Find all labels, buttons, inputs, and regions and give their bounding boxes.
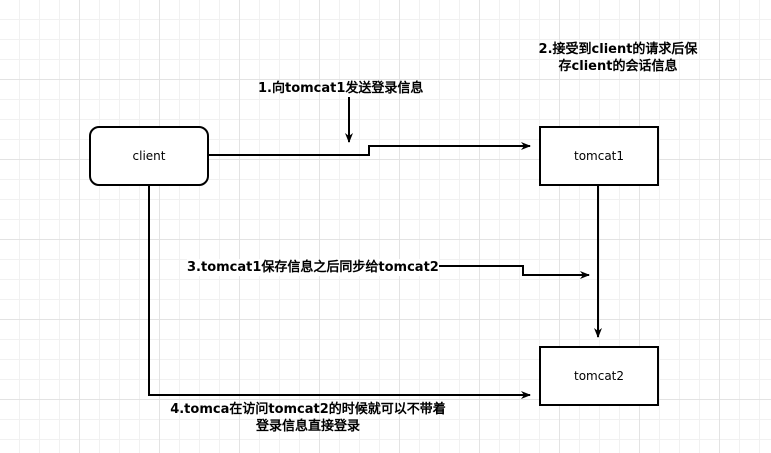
tomcat1-node-label: tomcat1 [573,149,625,163]
step2-label: 2.接受到client的请求后保 存client的会话信息 [518,41,718,75]
edge-client-to-tomcat2 [148,186,531,399]
client-node[interactable]: client [89,126,209,186]
step4-text-line1: 4.tomca在访问tomcat2的时候就可以不带着 [170,402,446,417]
step1-label: 1.向tomcat1发送登录信息 [258,80,423,97]
step3-text: 3.tomcat1保存信息之后同步给tomcat2 [187,260,439,275]
tomcat1-node[interactable]: tomcat1 [539,126,659,186]
edge-client-to-tomcat1 [209,142,531,156]
step1-text: 1.向tomcat1发送登录信息 [258,81,424,96]
client-node-label: client [132,149,166,163]
tomcat2-node-label: tomcat2 [573,369,625,383]
step4-label: 4.tomca在访问tomcat2的时候就可以不带着 登录信息直接登录 [148,401,468,435]
step3-label: 3.tomcat1保存信息之后同步给tomcat2 [187,259,439,276]
step2-text-line2: 存client的会话信息 [558,59,678,74]
step4-text-line2: 登录信息直接登录 [255,419,360,434]
step2-text-line1: 2.接受到client的请求后保 [538,42,698,57]
pointer-step3 [437,265,590,279]
tomcat2-node[interactable]: tomcat2 [539,346,659,406]
